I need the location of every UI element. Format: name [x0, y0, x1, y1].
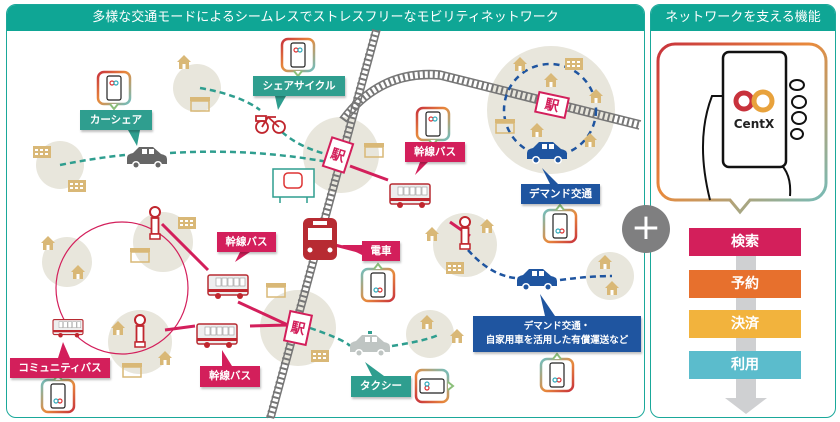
label-share-cycle: シェアサイクル: [253, 76, 345, 96]
app-name: CentX: [734, 117, 775, 131]
station-label: 駅: [289, 320, 307, 339]
label-trunk-bus: 幹線バス: [200, 366, 260, 387]
train-icon: [303, 218, 337, 260]
label-car-share: カーシェア: [80, 110, 152, 130]
smartphone-icon: [721, 50, 788, 169]
label-demand-transit: デマンド交通: [521, 184, 600, 204]
demand-car-icon: [517, 269, 557, 291]
label-demand-private-transport: デマンド交通・ 自家用車を活用した有償運送など: [473, 316, 641, 352]
bicycle-icon: [255, 115, 286, 134]
label-train: 電車: [362, 241, 400, 261]
centx-app-bubble: CentX: [656, 42, 828, 215]
plus-icon: +: [622, 205, 670, 253]
panel-title: 多様な交通モードによるシームレスでストレスフリーなモビリティネットワーク: [7, 5, 644, 31]
infinity-logo: [733, 89, 775, 113]
station-label: 駅: [543, 97, 561, 116]
step-reserve: 予約: [689, 270, 801, 298]
label-taxi: タクシー: [351, 376, 411, 397]
label-trunk-bus: 幹線バス: [405, 142, 465, 162]
label-community-bus: コミュニティバス: [10, 358, 110, 378]
trunk-bus-icon: [196, 323, 238, 349]
vehicles: [52, 115, 567, 357]
station-signs: 駅 駅 駅: [282, 90, 570, 347]
trunk-bus-icon: [207, 274, 249, 300]
billboard-icon: [272, 168, 315, 203]
car-share-car-icon: [127, 147, 167, 169]
label-tails: [58, 96, 558, 376]
label-line: 自家用車を活用した有償運送など: [485, 335, 629, 346]
taxi-icon: [350, 331, 390, 357]
community-bus-icon: [52, 318, 84, 339]
step-use: 利用: [689, 351, 801, 379]
step-pay: 決済: [689, 310, 801, 338]
routes: [55, 62, 613, 355]
label-line: デマンド交通・: [523, 321, 591, 332]
label-trunk-bus: 幹線バス: [217, 232, 276, 252]
panel-title: ネットワークを支える機能: [651, 5, 835, 31]
station-label: 駅: [329, 146, 348, 166]
step-search: 検索: [689, 228, 801, 256]
trunk-bus-icon: [389, 183, 431, 209]
